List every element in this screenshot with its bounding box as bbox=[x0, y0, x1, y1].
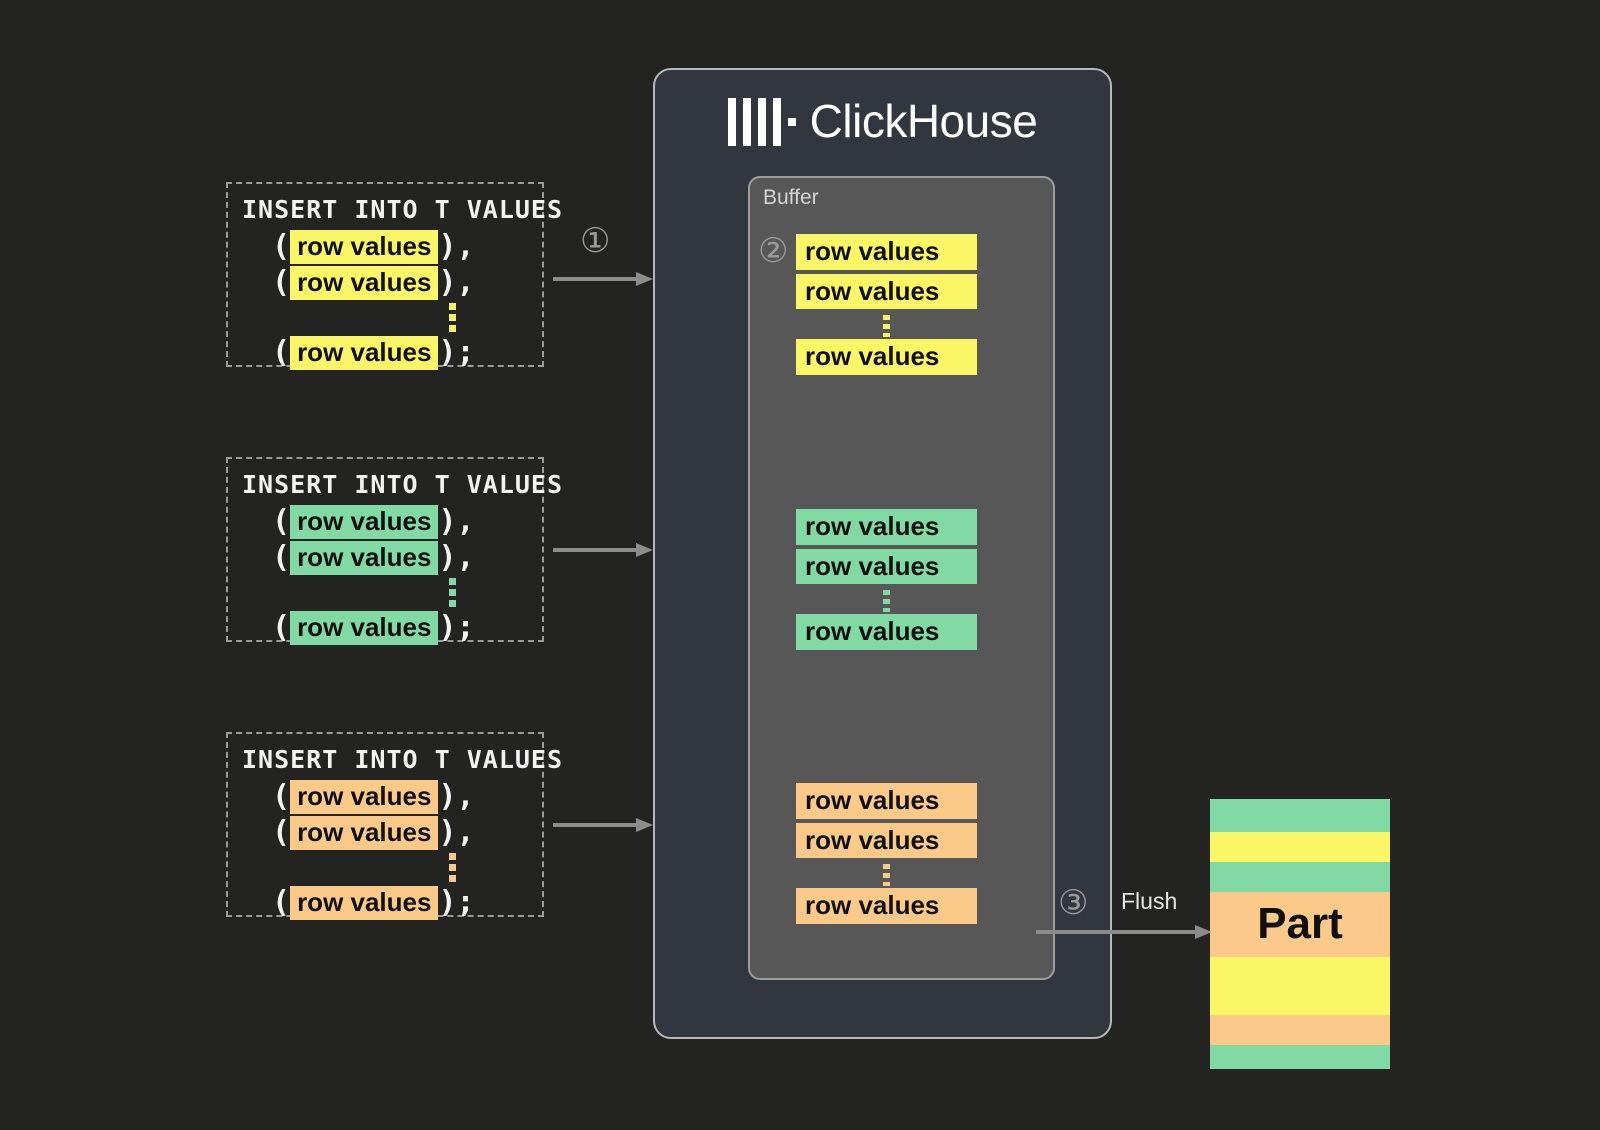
close-paren: ), bbox=[438, 539, 475, 575]
insert-row: ( row values ), bbox=[272, 265, 528, 301]
vertical-ellipsis-icon bbox=[272, 576, 528, 610]
part-stripe bbox=[1210, 892, 1390, 957]
step-marker-two: ② bbox=[758, 231, 789, 271]
buffer-group-green: row values row values row values bbox=[796, 509, 1036, 654]
close-paren: ); bbox=[438, 334, 475, 370]
vertical-ellipsis-icon bbox=[796, 588, 976, 614]
arrow-insert-3 bbox=[553, 818, 653, 832]
row-values-chip: row values bbox=[290, 229, 439, 264]
row-values-chip: row values bbox=[796, 888, 977, 924]
row-values-chip: row values bbox=[290, 779, 439, 814]
open-paren: ( bbox=[272, 884, 291, 920]
clickhouse-logo-icon bbox=[727, 96, 796, 146]
open-paren: ( bbox=[272, 503, 291, 539]
row-values-chip: row values bbox=[290, 610, 439, 645]
vertical-ellipsis-icon bbox=[272, 851, 528, 885]
part-stripe bbox=[1210, 862, 1390, 892]
step-marker-three: ③ bbox=[1058, 883, 1089, 923]
insert-row: ( row values ), bbox=[272, 229, 528, 265]
insert-header-green: INSERT INTO T VALUES bbox=[242, 470, 564, 499]
part-stripe bbox=[1210, 957, 1390, 1015]
vertical-ellipsis-icon bbox=[272, 301, 528, 335]
open-paren: ( bbox=[272, 539, 291, 575]
insert-header-orange: INSERT INTO T VALUES bbox=[242, 745, 564, 774]
clickhouse-brand: ClickHouse bbox=[655, 96, 1110, 146]
clickhouse-title: ClickHouse bbox=[809, 95, 1038, 147]
insert-rows-green: ( row values ), ( row values ), ( row va… bbox=[242, 504, 528, 646]
buffer-group-yellow: row values row values row values bbox=[796, 234, 1036, 379]
open-paren: ( bbox=[272, 228, 291, 264]
insert-rows-yellow: ( row values ), ( row values ), ( row va… bbox=[242, 229, 528, 371]
insert-block-green: INSERT INTO T VALUES ( row values ), ( r… bbox=[226, 457, 564, 645]
insert-header-yellow: INSERT INTO T VALUES bbox=[242, 195, 564, 224]
row-values-chip: row values bbox=[290, 335, 439, 370]
part-stripe bbox=[1210, 799, 1390, 832]
vertical-ellipsis-icon bbox=[796, 313, 976, 339]
insert-row: ( row values ); bbox=[272, 610, 528, 646]
row-values-chip: row values bbox=[796, 339, 977, 375]
insert-row: ( row values ); bbox=[272, 335, 528, 371]
row-values-chip: row values bbox=[290, 504, 439, 539]
row-values-chip: row values bbox=[290, 540, 439, 575]
arrow-insert-1 bbox=[553, 272, 653, 286]
buffer-panel: Buffer ② row values row values row value… bbox=[748, 176, 1055, 980]
open-paren: ( bbox=[272, 778, 291, 814]
open-paren: ( bbox=[272, 609, 291, 645]
insert-row: ( row values ), bbox=[272, 540, 528, 576]
row-values-chip: row values bbox=[796, 273, 977, 310]
insert-row: ( row values ), bbox=[272, 815, 528, 851]
insert-row: ( row values ); bbox=[272, 885, 528, 921]
arrow-flush bbox=[1036, 925, 1216, 939]
close-paren: ), bbox=[438, 814, 475, 850]
insert-rows-orange: ( row values ), ( row values ), ( row va… bbox=[242, 779, 528, 921]
open-paren: ( bbox=[272, 334, 291, 370]
close-paren: ), bbox=[438, 503, 475, 539]
flush-label: Flush bbox=[1121, 888, 1178, 914]
row-values-chip: row values bbox=[796, 783, 977, 819]
row-values-chip: row values bbox=[796, 234, 977, 270]
step-marker-one: ① bbox=[580, 221, 611, 261]
close-paren: ); bbox=[438, 609, 475, 645]
part-label: Part bbox=[1257, 899, 1343, 948]
row-values-chip: row values bbox=[796, 548, 977, 585]
row-values-chip: row values bbox=[796, 822, 977, 859]
part-stripe bbox=[1210, 1015, 1390, 1045]
insert-row: ( row values ), bbox=[272, 779, 528, 815]
part-block: Part bbox=[1210, 799, 1390, 1069]
row-values-chip: row values bbox=[290, 265, 439, 300]
close-paren: ); bbox=[438, 884, 475, 920]
insert-row: ( row values ), bbox=[272, 504, 528, 540]
buffer-label: Buffer bbox=[763, 186, 819, 209]
part-stripe bbox=[1210, 832, 1390, 862]
vertical-ellipsis-icon bbox=[796, 862, 976, 888]
insert-block-yellow: INSERT INTO T VALUES ( row values ), ( r… bbox=[226, 182, 564, 370]
insert-block-orange: INSERT INTO T VALUES ( row values ), ( r… bbox=[226, 732, 564, 920]
row-values-chip: row values bbox=[290, 815, 439, 850]
row-values-chip: row values bbox=[796, 509, 977, 545]
close-paren: ), bbox=[438, 228, 475, 264]
close-paren: ), bbox=[438, 264, 475, 300]
clickhouse-panel: ClickHouse Buffer ② row values row value… bbox=[653, 68, 1112, 1039]
part-stripe bbox=[1210, 1045, 1390, 1069]
arrow-insert-2 bbox=[553, 543, 653, 557]
row-values-chip: row values bbox=[796, 614, 977, 650]
buffer-group-orange: row values row values row values bbox=[796, 783, 1036, 928]
close-paren: ), bbox=[438, 778, 475, 814]
open-paren: ( bbox=[272, 264, 291, 300]
open-paren: ( bbox=[272, 814, 291, 850]
row-values-chip: row values bbox=[290, 885, 439, 920]
